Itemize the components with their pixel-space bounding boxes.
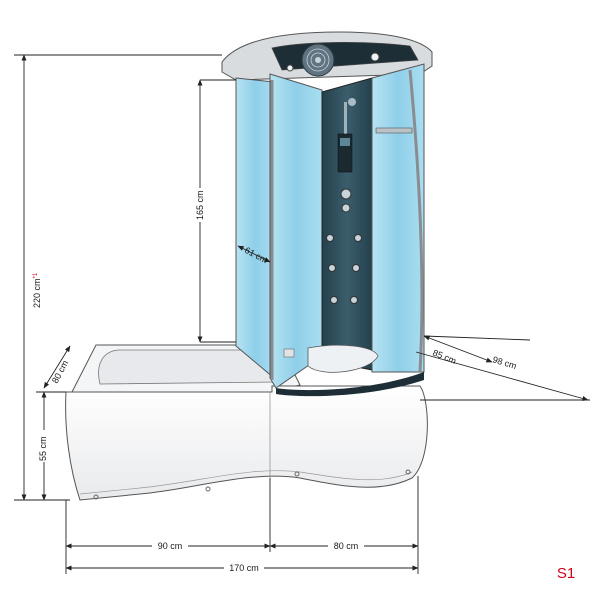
drain-icon [283,348,295,358]
label-tub-width: 90 cm [158,541,183,551]
label-cabin-depth: 85 cm [431,348,457,366]
apron-screw [93,494,99,500]
mixer-knob [340,188,352,200]
model-code: S1 [557,565,575,582]
right-glass-panel [371,63,425,373]
left-glass-panel [235,77,275,380]
roof-light [286,64,294,72]
corner-seat [307,344,379,373]
apron-screw [294,471,300,477]
glass-shelf [375,127,413,134]
hand-shower-rail [344,102,347,144]
label-cabin-diagonal: 98 cm [491,354,517,371]
apron-screw [205,486,211,492]
apron-bottom-line [79,470,413,495]
tub-apron [65,385,428,501]
roof-light [370,52,380,62]
label-total-width: 170 cm [229,563,259,573]
label-tub-height: 55 cm [38,436,48,461]
label-tub-depth: 80 cm [50,359,70,385]
massage-jet-icon [354,234,362,242]
apron-screw [405,469,411,475]
label-cabin-width: 80 cm [334,541,359,551]
sliding-door [269,73,323,389]
massage-jet-icon [330,296,338,304]
massage-jet-icon [350,296,358,304]
massage-jet-icon [326,234,334,242]
hand-shower-icon [348,98,356,106]
label-cabin-height: 165 cm [195,190,205,220]
shower-tray [276,372,424,397]
mixer-knob [341,203,351,213]
label-height-total: 220 cm*1 [32,272,42,308]
shower-cabin [221,31,433,397]
massage-jet-icon [328,264,336,272]
massage-jet-icon [352,264,360,272]
